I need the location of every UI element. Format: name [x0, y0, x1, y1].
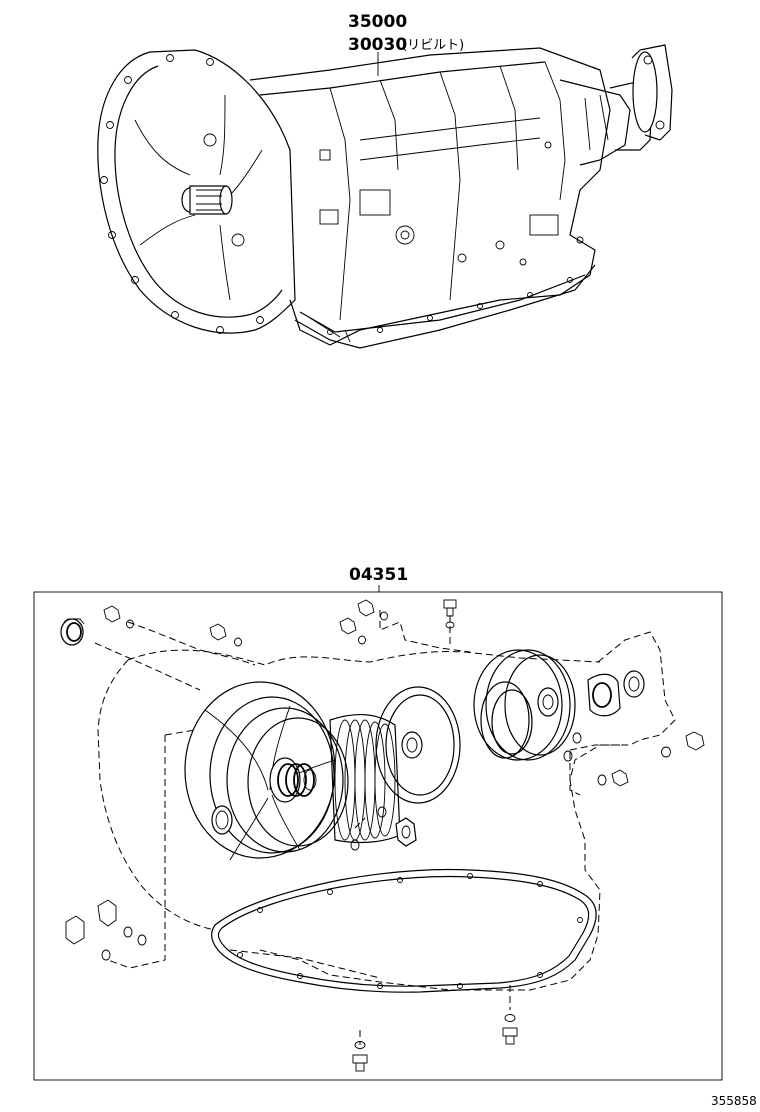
kit-bounding-box [33, 591, 723, 1081]
rebuilt-note: (リビルト) [402, 38, 464, 53]
overhaul-kit-illustration [60, 599, 705, 1072]
part-number-04351: 04351 [349, 565, 408, 585]
transmission-assembly-illustration [97, 44, 673, 349]
part-number-30030: 30030 [348, 35, 407, 55]
part-number-35000: 35000 [348, 12, 407, 32]
figure-id: 355858 [711, 1094, 757, 1108]
